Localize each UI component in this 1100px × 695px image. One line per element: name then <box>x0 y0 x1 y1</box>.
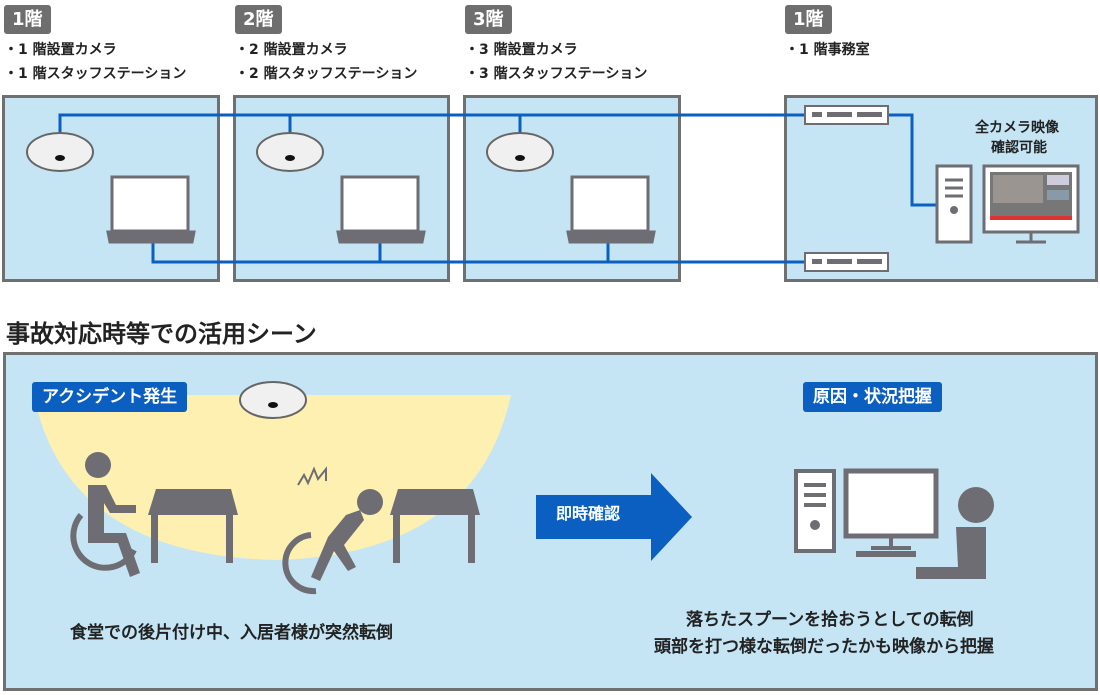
floor-badge-2: 2階 <box>235 5 282 34</box>
desktop-pc-icon <box>794 469 836 553</box>
camera-icon <box>26 132 554 172</box>
scene-panel: アクシデント発生 原因・状況把握 即時確認 食堂での後片付け中、入居者様が突然転… <box>3 352 1098 691</box>
floor-badge-1: 1階 <box>4 5 51 34</box>
desktop-pc-icon <box>935 164 973 244</box>
impact-icon <box>297 466 327 486</box>
wheelchair-user-icon <box>70 452 140 577</box>
cause-caption-1: 落ちたスプーンを拾おうとしての転倒 <box>686 610 974 630</box>
cause-caption-2: 頭部を打つ様な転倒だったかも映像から把握 <box>654 637 994 657</box>
falling-person-icon <box>282 489 383 595</box>
office-badge: 1階 <box>785 5 832 34</box>
camera-icon <box>239 381 307 419</box>
monitor-caption-2: 確認可能 <box>991 140 1047 156</box>
table-icon <box>390 489 480 563</box>
table-icon <box>148 489 238 563</box>
network-switch-icon <box>804 105 889 272</box>
office-line-1: ・1 階事務室 <box>785 42 870 58</box>
accident-tag: アクシデント発生 <box>32 382 188 412</box>
office-worker-icon <box>856 487 994 579</box>
floor-2-line-1: ・2 階設置カメラ <box>235 42 348 58</box>
laptop-icon <box>106 175 656 244</box>
scene-title: 事故対応時等での活用シーン <box>6 320 317 348</box>
network-diagram <box>26 105 1080 272</box>
accident-caption: 食堂での後片付け中、入居者様が突然転倒 <box>70 623 393 643</box>
floor-1-line-2: ・1 階スタッフステーション <box>4 66 187 82</box>
monitor-icon <box>982 164 1080 244</box>
network-cables <box>58 113 937 264</box>
monitor-icon <box>843 468 939 550</box>
arrow-right-icon <box>536 473 692 561</box>
floor-1-line-1: ・1 階設置カメラ <box>4 42 117 58</box>
floor-2-line-2: ・2 階スタッフステーション <box>235 66 418 82</box>
floor-3-line-2: ・3 階スタッフステーション <box>465 66 648 82</box>
floor-3-line-1: ・3 階設置カメラ <box>465 42 578 58</box>
cause-tag: 原因・状況把握 <box>803 382 942 412</box>
floor-badge-3: 3階 <box>465 5 512 34</box>
monitor-caption-1: 全カメラ映像 <box>975 120 1059 136</box>
scene-illustration <box>34 381 994 595</box>
arrow-label: 即時確認 <box>556 504 621 523</box>
